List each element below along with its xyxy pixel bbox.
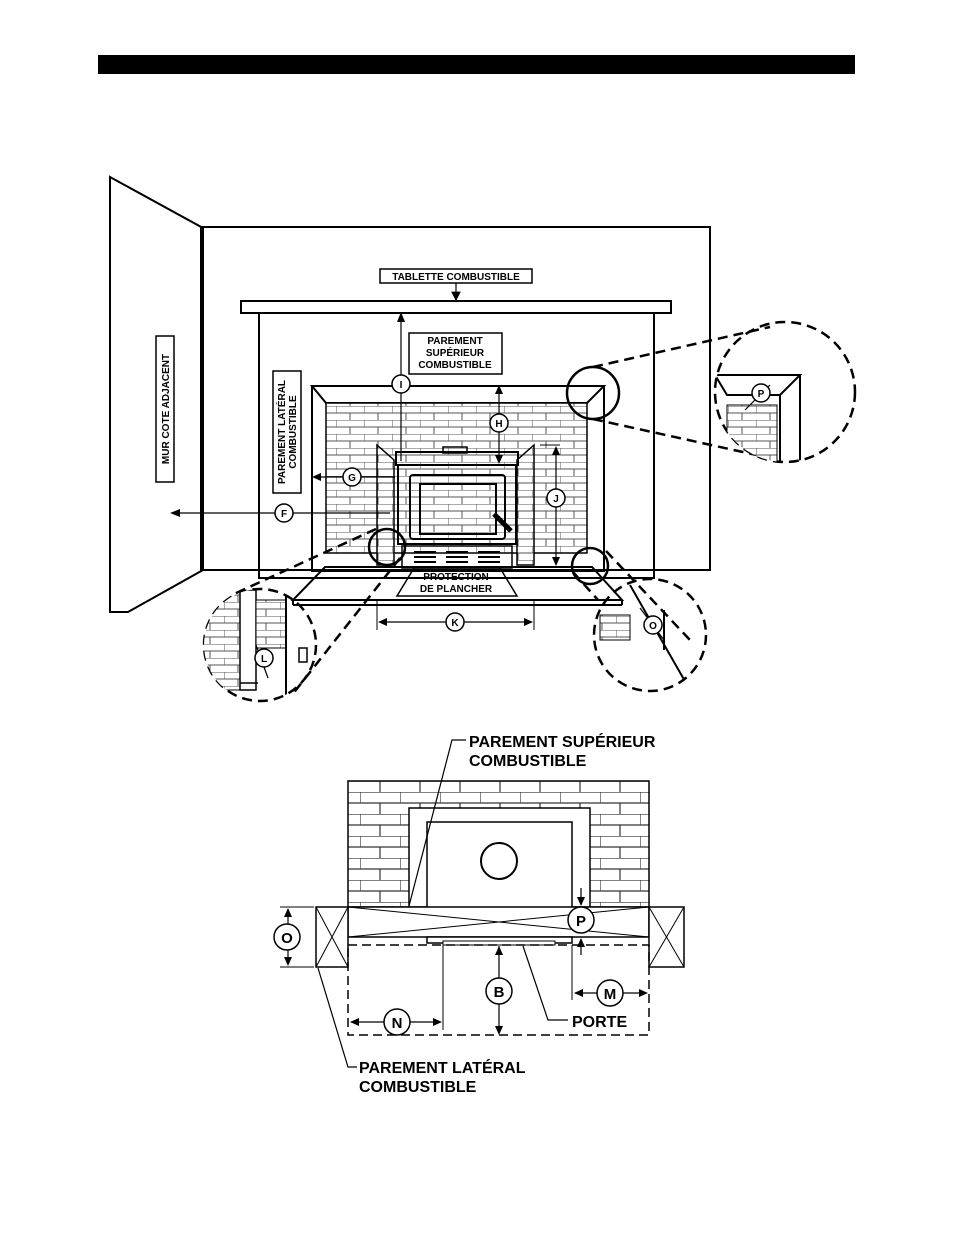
marker-P-top: P (758, 389, 765, 400)
marker-P-bottom: P (576, 913, 586, 930)
flue-circle (480, 842, 518, 880)
label-parement-lateral-1: PAREMENT LATÉRAL (275, 380, 288, 484)
detail-L: L (204, 589, 308, 700)
marker-I: I (400, 380, 403, 391)
label-parement-superieur-bottom-1: PAREMENT SUPÉRIEUR (469, 732, 656, 751)
marker-L: L (261, 654, 267, 665)
label-mur-cote: MUR COTE ADJACENT (161, 354, 172, 464)
marker-H: H (495, 419, 502, 430)
mantel-shelf (240, 300, 672, 314)
brick-surround (325, 402, 588, 554)
marker-K: K (451, 618, 459, 629)
label-parement-lateral-bottom-2: COMBUSTIBLE (359, 1079, 477, 1096)
marker-O-top: O (649, 621, 657, 632)
marker-J: J (553, 494, 559, 505)
label-parement-superieur-bottom-2: COMBUSTIBLE (469, 753, 587, 770)
marker-B: B (494, 984, 505, 1001)
label-protection-1: PROTECTION (423, 572, 489, 583)
stove-body (397, 464, 517, 545)
label-porte: PORTE (572, 1014, 627, 1031)
label-parement-lateral-bottom-1: PAREMENT LATÉRAL (359, 1058, 526, 1077)
marker-O-bottom: O (281, 930, 293, 947)
upper-facing (258, 312, 655, 579)
label-protection-2: DE PLANCHER (420, 584, 493, 595)
header-bar (98, 55, 855, 74)
detail-P-top: P (715, 374, 803, 462)
label-parement-lateral-2: COMBUSTIBLE (288, 395, 299, 469)
hearth-extension (347, 944, 650, 1036)
label-tablette: TABLETTE COMBUSTIBLE (392, 272, 520, 283)
top-figure: TABLETTE COMBUSTIBLE PAREMENT SUPÉRIEUR … (109, 175, 857, 703)
bottom-figure: O P B M N PAREMENT SUPÉRIEUR COMBUSTIBLE (273, 732, 685, 1096)
label-parement-superieur-3: COMBUSTIBLE (418, 360, 492, 371)
marker-F: F (281, 509, 287, 520)
label-parement-superieur-1: PAREMENT (427, 336, 482, 347)
marker-G: G (348, 473, 356, 484)
detail-O-top: O (599, 584, 691, 691)
marker-N: N (392, 1015, 403, 1032)
label-parement-superieur-2: SUPÉRIEUR (426, 346, 485, 359)
marker-M: M (604, 986, 617, 1003)
